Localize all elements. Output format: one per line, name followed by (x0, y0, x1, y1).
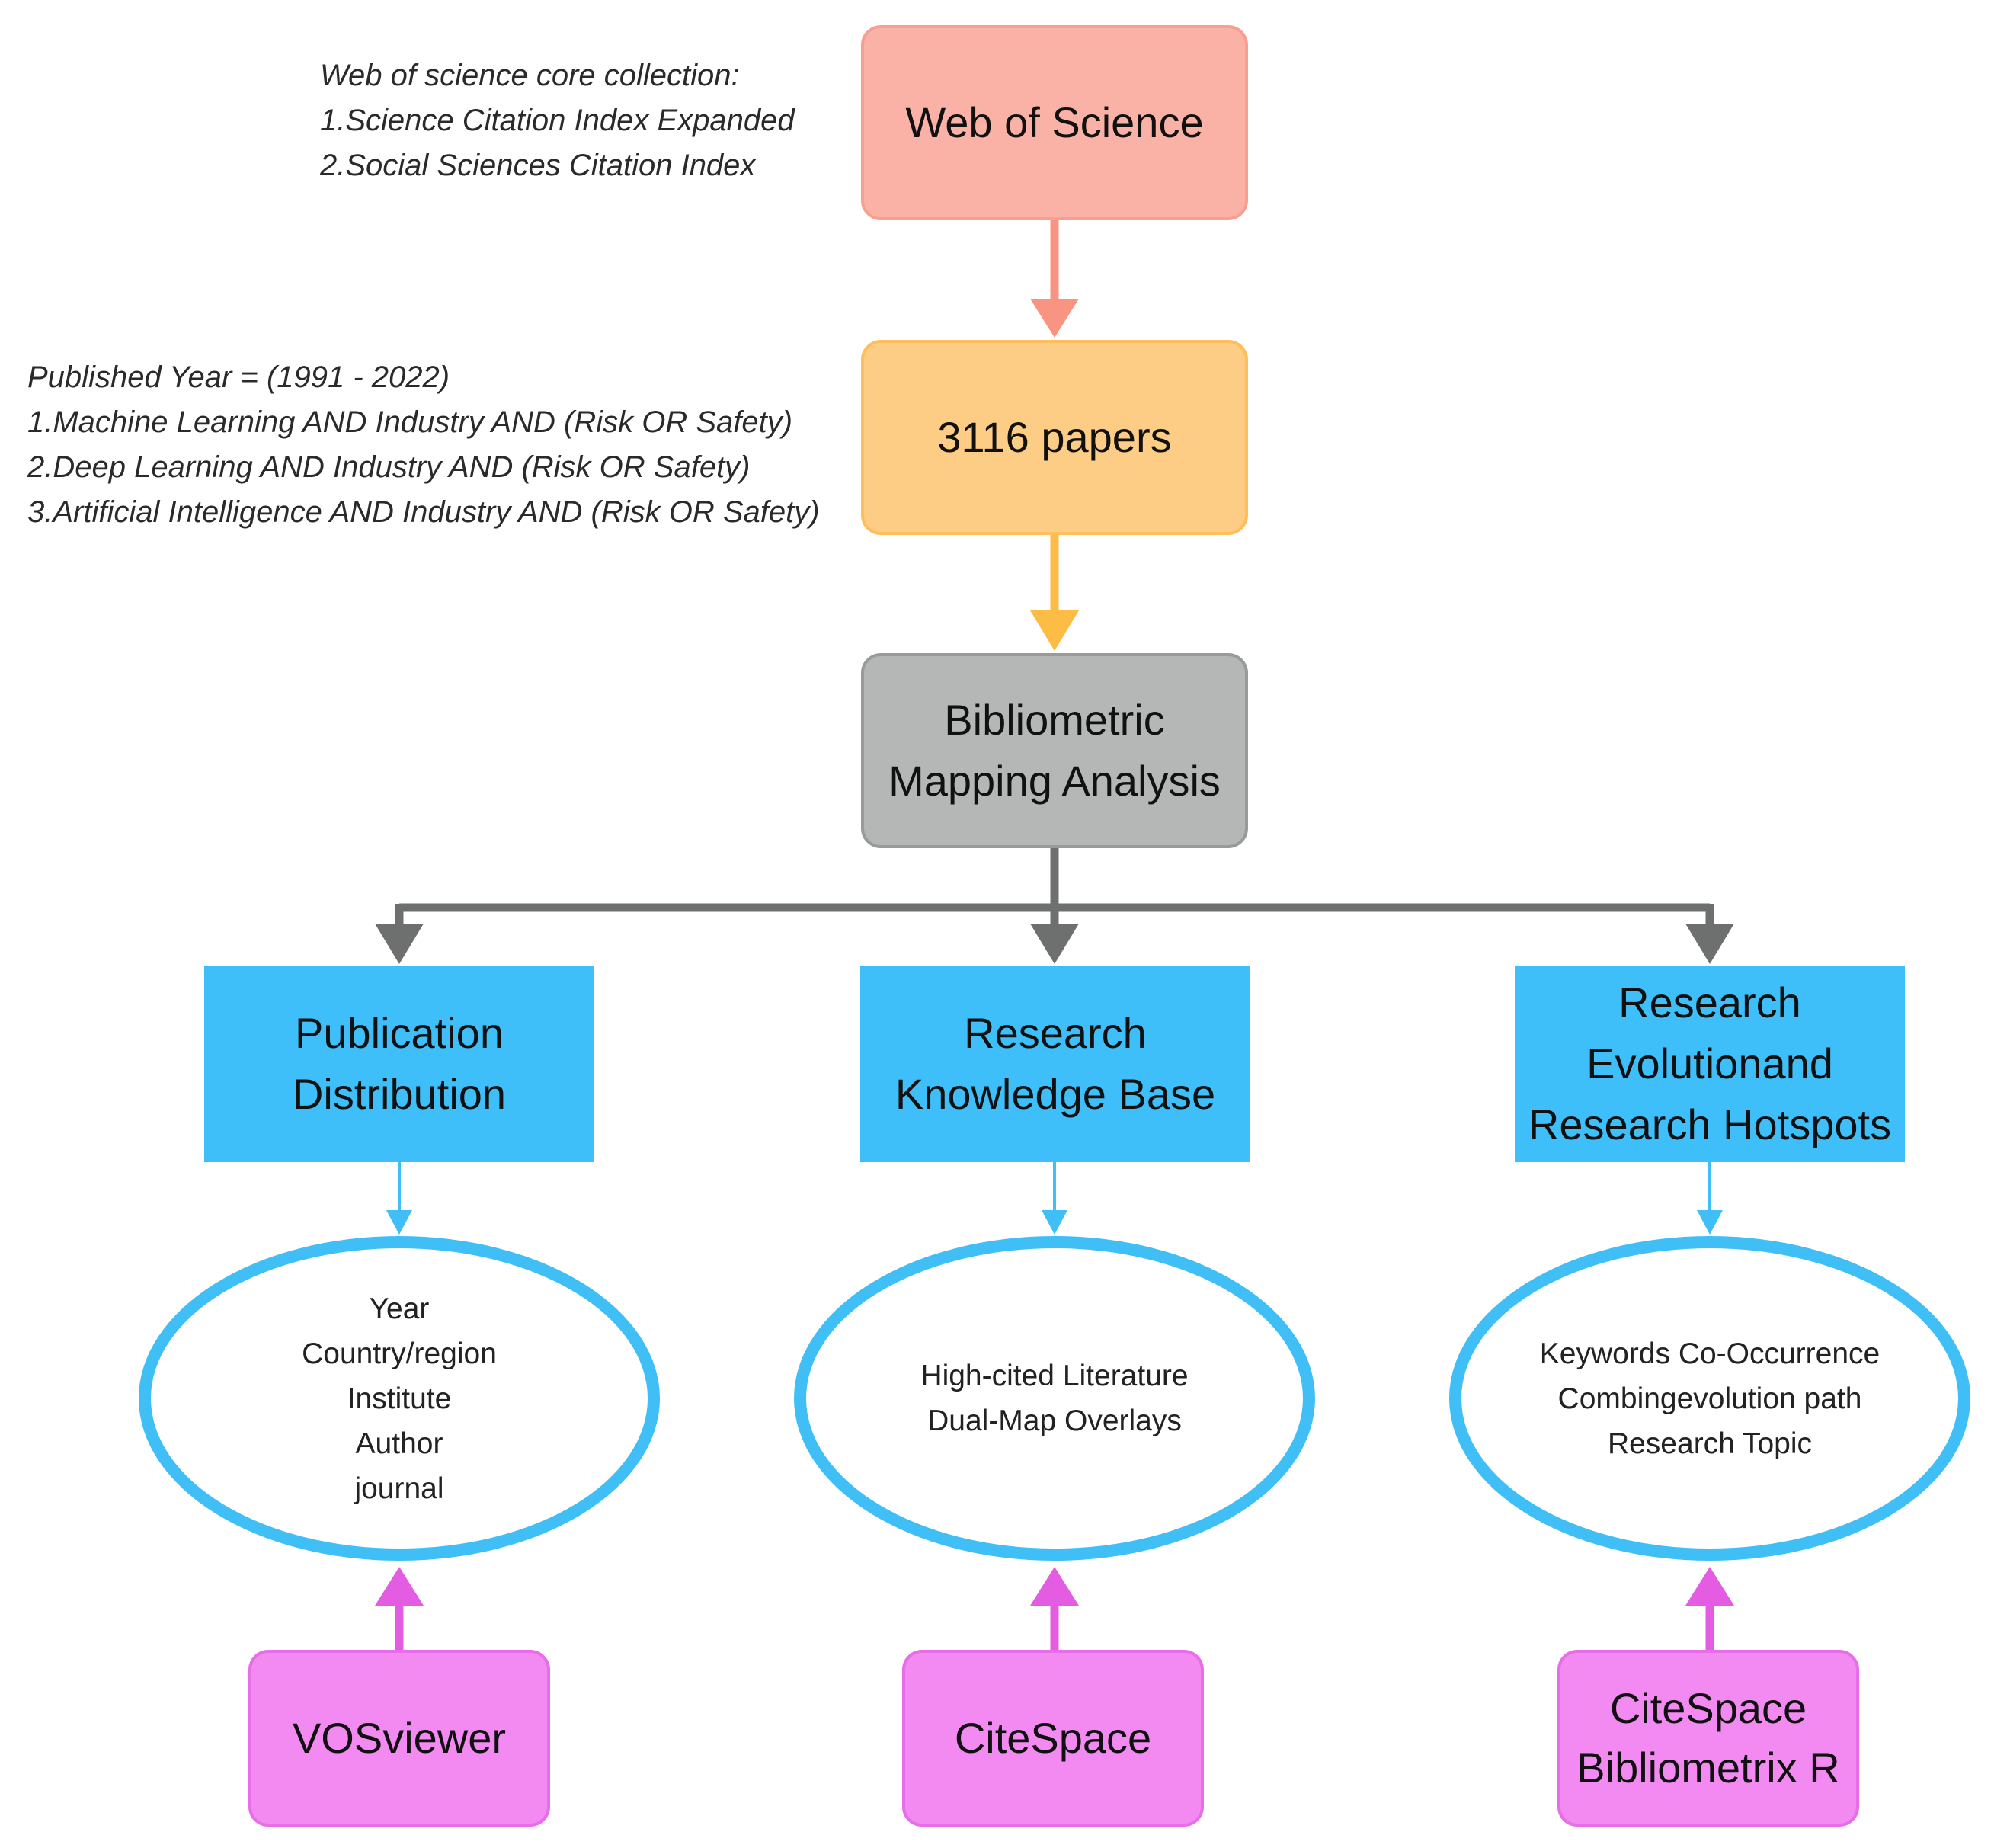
vosviewer-tool-box: VOSviewer (248, 1650, 550, 1827)
evolution-items-ellipse: Keywords Co-Occurrence Combingevolution … (1449, 1236, 1970, 1561)
source-note: Web of science core collection: 1.Scienc… (320, 53, 795, 188)
analysis-item: Dual-Map Overlays (927, 1404, 1182, 1437)
branch-connector (395, 848, 1714, 927)
research-evolution-hotspots-label: Evolutionand (1586, 1039, 1833, 1087)
research-evolution-hotspots-label: Research Hotspots (1528, 1100, 1892, 1148)
query-note-line: 2.Deep Learning AND Industry AND (Risk O… (27, 450, 751, 484)
tool-label: Bibliometrix R (1576, 1744, 1840, 1792)
arrowhead-branch-evolution (1685, 924, 1734, 964)
query-note-line: 1.Machine Learning AND Industry AND (Ris… (27, 405, 793, 439)
web-of-science-label: Web of Science (905, 98, 1204, 146)
analysis-item: Combingevolution path (1557, 1382, 1862, 1415)
source-note-line: 2.Social Sciences Citation Index (320, 149, 756, 182)
arrowhead-bibliometrix-to-items (1685, 1567, 1734, 1606)
bibliometric-analysis-box: Bibliometric Mapping Analysis (861, 653, 1248, 848)
query-note-line: 3.Artificial Intelligence AND Industry A… (27, 495, 820, 529)
analysis-item: Year (369, 1292, 430, 1325)
research-evolution-hotspots-label: Research (1618, 978, 1801, 1026)
research-knowledge-base-label: Research (964, 1009, 1147, 1057)
research-evolution-hotspots-box: Research Evolutionand Research Hotspots (1515, 966, 1905, 1162)
analysis-item: Research Topic (1607, 1427, 1813, 1460)
arrowhead-knowledge-to-items (1042, 1210, 1067, 1235)
query-note-line: Published Year = (1991 - 2022) (27, 360, 450, 394)
source-note-line: 1.Science Citation Index Expanded (320, 104, 795, 137)
bibliometric-analysis-label: Bibliometric (944, 696, 1165, 744)
publication-distribution-label: Distribution (292, 1070, 507, 1118)
source-note-line: Web of science core collection: (320, 59, 740, 92)
tool-label: CiteSpace (954, 1714, 1152, 1762)
papers-count-box: 3116 papers (861, 340, 1248, 535)
analysis-item: Author (355, 1427, 443, 1460)
arrowhead-branch-publication (375, 924, 424, 964)
query-note: Published Year = (1991 - 2022) 1.Machine… (27, 355, 820, 535)
analysis-item: High-cited Literature (920, 1360, 1189, 1392)
publication-distribution-label: Publication (295, 1009, 504, 1057)
tool-label: VOSviewer (292, 1714, 507, 1762)
analysis-item: journal (354, 1472, 444, 1505)
research-knowledge-base-box: Research Knowledge Base (860, 966, 1250, 1162)
arrowhead-publication-to-items (386, 1210, 412, 1235)
citespace-tool-box: CiteSpace (902, 1650, 1204, 1827)
arrowhead-evolution-to-items (1697, 1210, 1723, 1235)
bibliometric-analysis-label: Mapping Analysis (888, 757, 1221, 805)
research-knowledge-base-label: Knowledge Base (895, 1070, 1216, 1118)
publication-items-ellipse: Year Country/region Institute Author jou… (139, 1236, 660, 1561)
analysis-item: Country/region (302, 1337, 497, 1370)
tool-label: CiteSpace (1609, 1684, 1807, 1732)
papers-count-label: 3116 papers (937, 413, 1172, 461)
arrowhead-papers-to-analysis (1030, 610, 1079, 651)
arrowhead-source-to-papers (1030, 299, 1079, 338)
arrowhead-branch-knowledge (1030, 924, 1079, 964)
publication-distribution-box: Publication Distribution (204, 966, 594, 1162)
knowledge-base-items-ellipse: High-cited Literature Dual-Map Overlays (794, 1236, 1315, 1561)
analysis-item: Keywords Co-Occurrence (1539, 1337, 1880, 1370)
analysis-item: Institute (347, 1382, 452, 1415)
citespace-bibliometrix-tool-box: CiteSpace Bibliometrix R (1557, 1650, 1859, 1827)
arrowhead-citespace-to-items (1030, 1567, 1079, 1606)
arrowhead-vosviewer-to-items (375, 1567, 424, 1606)
web-of-science-box: Web of Science (861, 25, 1248, 220)
